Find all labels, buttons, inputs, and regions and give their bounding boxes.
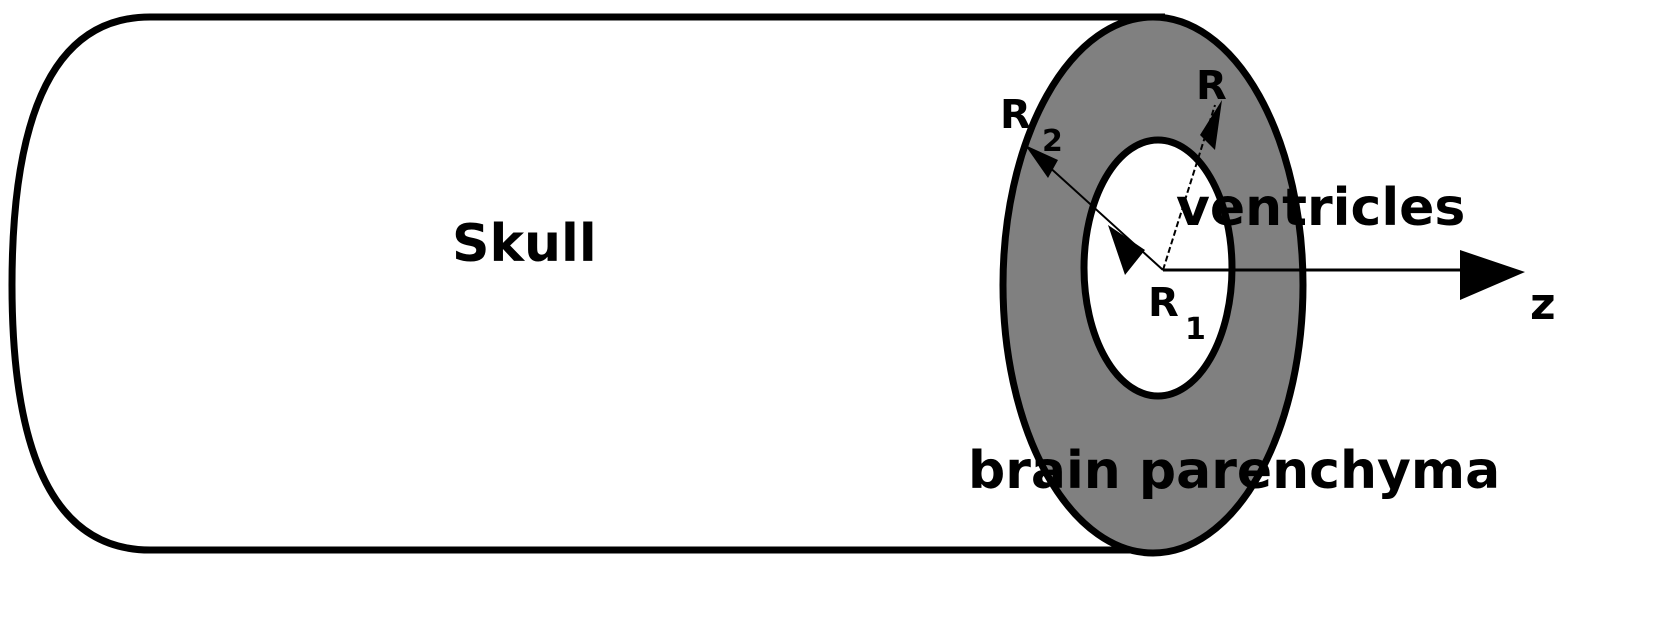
r-label: R: [1196, 63, 1227, 109]
r1-subscript: 1: [1185, 312, 1206, 347]
ventricles-label: ventricles: [1176, 178, 1466, 238]
r1-arrowhead: [1108, 225, 1145, 275]
brain-parenchyma-label: brain parenchyma: [968, 441, 1501, 501]
skull-label: Skull: [452, 214, 597, 274]
skull-cylinder-outline: [8, 13, 1165, 554]
r2-label: R: [1000, 92, 1031, 138]
r1-label: R: [1148, 280, 1179, 326]
ventricles-region: [1080, 136, 1236, 400]
r-arrowhead: [1200, 100, 1222, 150]
r2-subscript: 2: [1042, 124, 1063, 159]
z-axis-arrowhead: [1460, 250, 1525, 300]
r2-arrowhead: [1025, 145, 1058, 178]
z-axis-label: z: [1530, 279, 1556, 330]
